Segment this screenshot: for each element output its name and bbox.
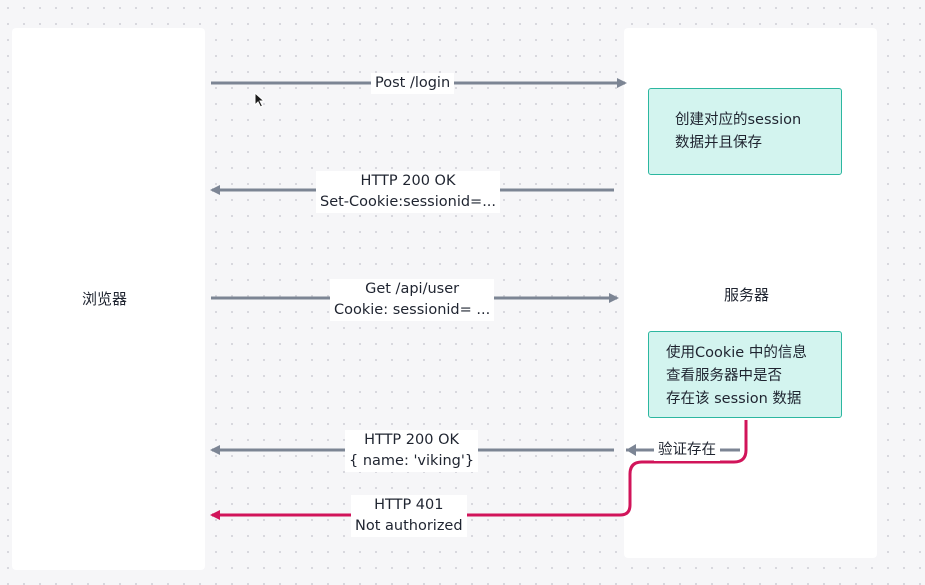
branch-arrowhead [626,444,636,456]
message-line: HTTP 200 OK [364,432,459,448]
note-line: 查看服务器中是否 [666,368,782,384]
note-check-session: 使用Cookie 中的信息 查看服务器中是否 存在该 session 数据 [648,331,842,418]
message-line: Not authorized [355,518,463,534]
message-line: Post /login [375,75,451,91]
note-line: 数据并且保存 [675,135,762,151]
server-label: 服务器 [724,286,770,304]
branch-label: 验证存在 [654,440,720,461]
message-line: Set-Cookie:sessionid=... [320,194,497,210]
mouse-cursor-icon [254,92,266,108]
note-line: 使用Cookie 中的信息 [666,345,807,361]
message-line: HTTP 401 [374,497,444,513]
note-line: 存在该 session 数据 [666,391,802,407]
message-line: HTTP 200 OK [360,173,456,189]
message-get-api-user: Get /api/user Cookie: sessionid= ... [330,279,495,321]
message-http-401: HTTP 401 Not authorized [351,495,467,537]
note-line: 创建对应的session [675,112,802,128]
message-line: { name: 'viking'} [349,453,475,469]
message-http-200-set-cookie: HTTP 200 OK Set-Cookie:sessionid=... [316,171,501,213]
message-line: Cookie: sessionid= ... [334,302,491,318]
browser-label: 浏览器 [82,290,128,308]
message-line: Get /api/user [365,281,460,297]
note-create-session: 创建对应的session 数据并且保存 [648,88,842,175]
message-http-200-name: HTTP 200 OK { name: 'viking'} [345,430,479,472]
message-post-login: Post /login [371,73,455,94]
branch-connector [619,420,748,517]
browser-lifeline-panel [12,28,205,570]
